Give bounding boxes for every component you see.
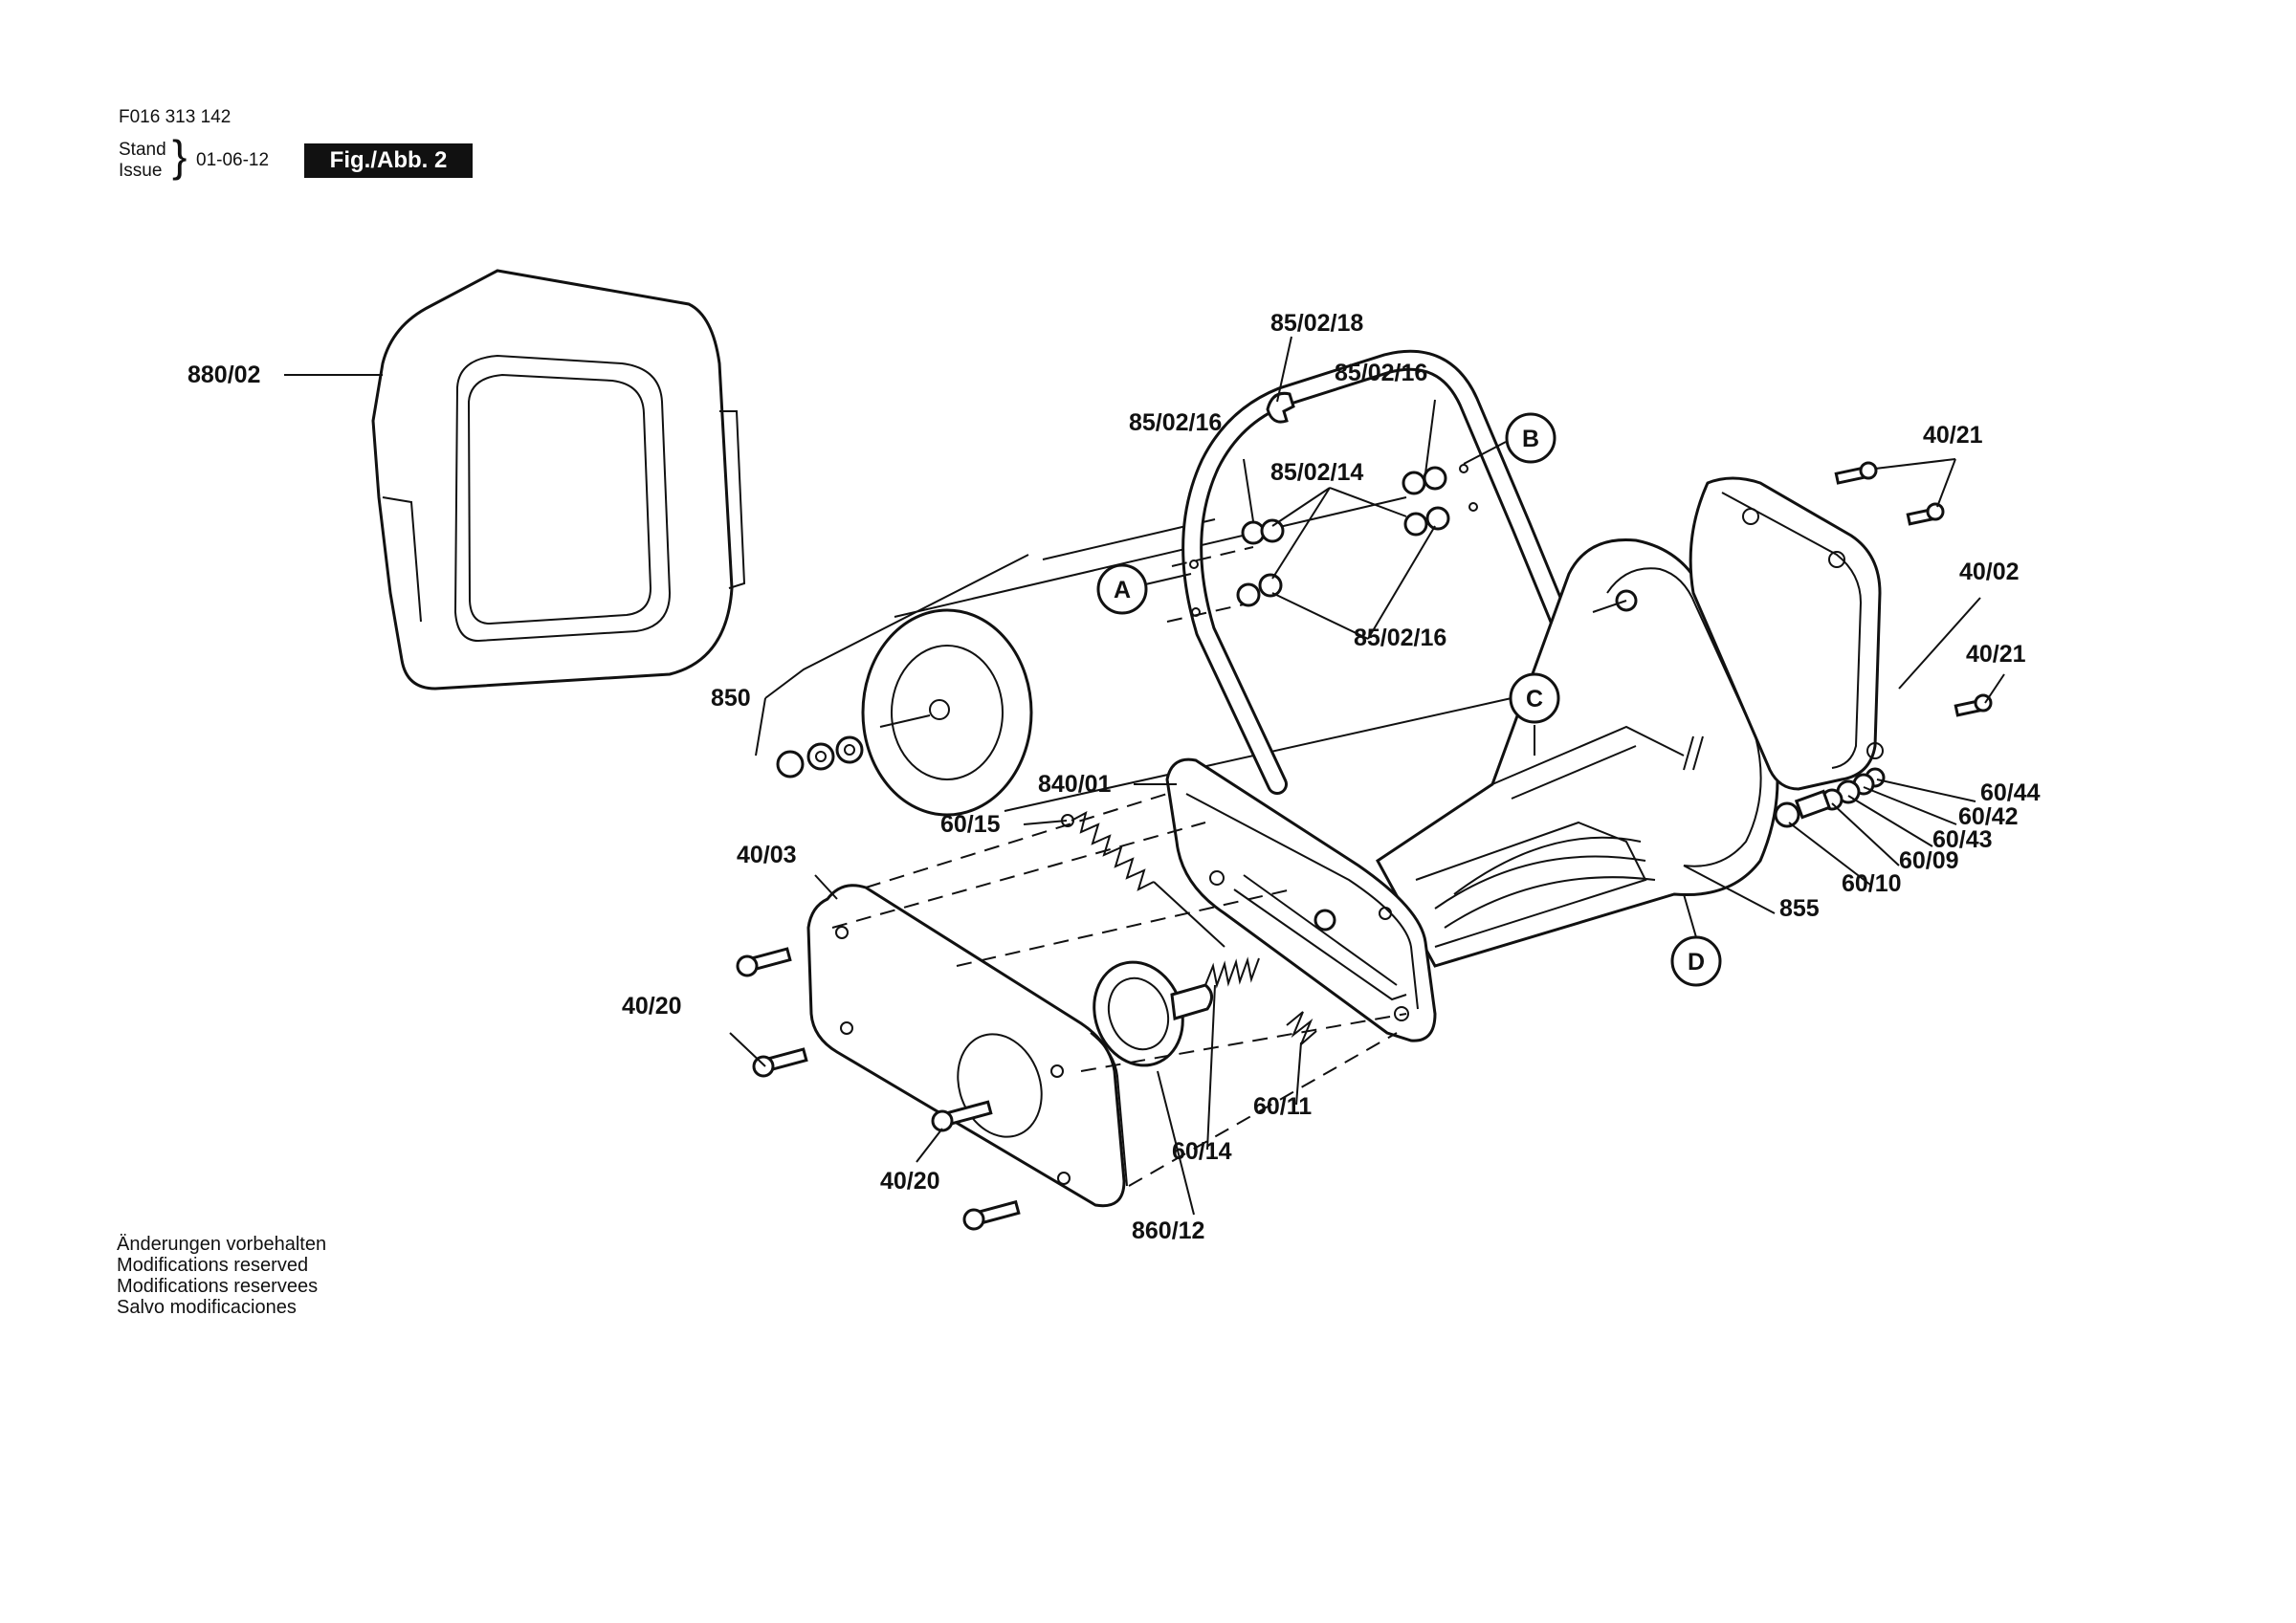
part-label-880-02: 880/02: [188, 362, 260, 388]
ref-circle-b: B: [1505, 412, 1556, 464]
part-label-855: 855: [1779, 895, 1820, 922]
part-label-60-42: 60/42: [1958, 803, 2019, 830]
brace-glyph: }: [172, 131, 188, 181]
screws-40-21: [1834, 461, 1993, 717]
alignment-lines: [831, 546, 1407, 1187]
spring-60-11: [1286, 1011, 1317, 1045]
leader-lines: [284, 336, 2005, 1216]
part-label-60-15: 60/15: [940, 811, 1001, 838]
ref-a-label: A: [1114, 577, 1131, 603]
document-id: F016 313 142: [119, 107, 232, 127]
adjusting-knob: [1093, 960, 1213, 1067]
stand-label: Stand: [119, 140, 166, 160]
ref-circle-d: D: [1670, 935, 1722, 987]
part-label-60-43: 60/43: [1932, 826, 1993, 853]
part-label-85-02-16-top: 85/02/16: [1335, 360, 1427, 386]
compression-spring-60-14: [1204, 956, 1260, 989]
part-label-40-02: 40/02: [1959, 559, 2020, 585]
part-label-60-14: 60/14: [1172, 1138, 1232, 1165]
side-plate: [1165, 757, 1437, 1042]
part-label-40-20-bottom: 40/20: [880, 1168, 940, 1195]
grass-box-cover: [371, 269, 746, 691]
part-label-40-21-top: 40/21: [1923, 422, 1983, 449]
part-label-860-12: 860/12: [1132, 1217, 1204, 1244]
roller-nut-washers: [776, 735, 864, 779]
ref-circle-c: C: [1509, 672, 1560, 724]
handle-nuts: [1189, 391, 1478, 617]
part-label-85-02-14: 85/02/14: [1270, 459, 1363, 486]
handle-bar: [1181, 349, 1599, 795]
part-label-60-44: 60/44: [1980, 779, 2041, 806]
part-label-40-21-bottom: 40/21: [1966, 641, 2026, 668]
part-label-60-09: 60/09: [1899, 847, 1959, 874]
part-label-60-11: 60/11: [1253, 1093, 1312, 1120]
part-label-85-02-16-bottom: 85/02/16: [1354, 625, 1446, 651]
part-label-60-10: 60/10: [1842, 870, 1902, 897]
note-de: Änderungen vorbehalten: [117, 1234, 327, 1255]
part-label-85-02-18: 85/02/18: [1270, 310, 1363, 337]
ref-circle-a: A: [1096, 563, 1148, 615]
note-en: Modifications reserved: [117, 1255, 309, 1276]
note-es: Salvo modificaciones: [117, 1297, 297, 1318]
part-label-85-02-16-left: 85/02/16: [1129, 409, 1222, 436]
issue-date: 01-06-12: [196, 150, 270, 170]
left-cover-plate: [806, 884, 1128, 1208]
ref-d-label: D: [1688, 949, 1705, 976]
ref-c-label: C: [1526, 686, 1543, 713]
screws-40-20: [736, 947, 1021, 1231]
part-label-840-01: 840/01: [1038, 771, 1112, 798]
part-label-40-03: 40/03: [737, 842, 797, 868]
issue-label: Issue: [119, 161, 163, 181]
part-label-40-20-top: 40/20: [622, 993, 682, 1020]
modifications-notes: Änderungen vorbehalten Modifications res…: [117, 1234, 326, 1318]
note-fr: Modifications reservees: [117, 1276, 319, 1297]
ref-b-label: B: [1522, 426, 1539, 452]
right-cover-plate: [1689, 476, 1884, 791]
part-label-850: 850: [711, 685, 751, 712]
figure-badge: Fig./Abb. 2: [304, 143, 473, 178]
